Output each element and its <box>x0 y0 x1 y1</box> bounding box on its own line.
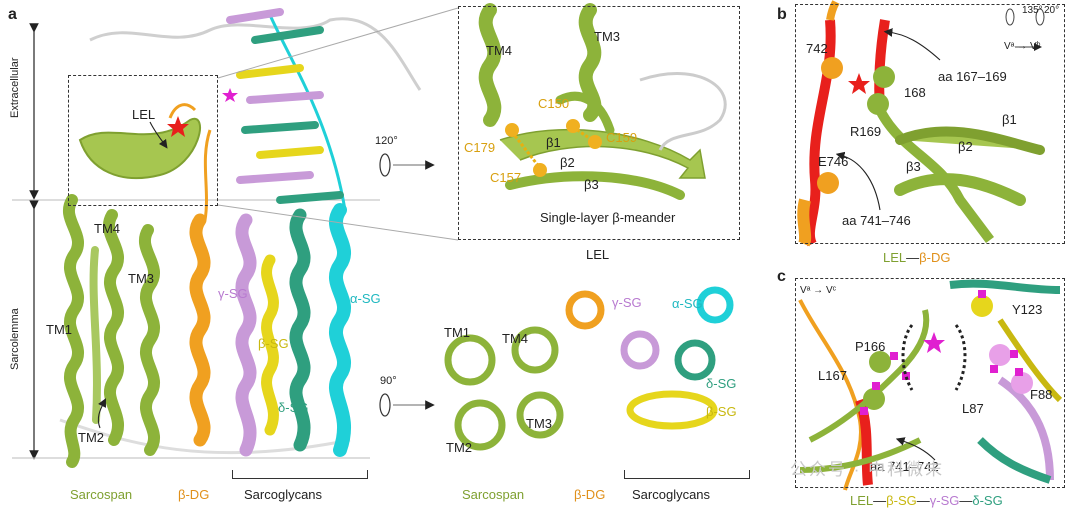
lel-inset-box <box>458 6 740 240</box>
inset-b3-label: β3 <box>584 177 599 192</box>
panel-c-caption-dash-1: — <box>873 493 887 508</box>
label-168: 168 <box>904 85 926 100</box>
red-star-b <box>848 73 870 94</box>
c159-label: C159 <box>606 130 638 145</box>
bottom-beta-label: β-SG <box>706 404 737 419</box>
panel-c-caption-dash-3: — <box>959 493 973 508</box>
bottom-tm1-label: TM1 <box>444 325 470 340</box>
panel-b-letter: b <box>777 6 787 23</box>
delta-sg-label: δ-SG <box>278 400 309 415</box>
inset-b2-label: β2 <box>560 155 575 170</box>
caption-sarcospan: Sarcospan <box>70 487 133 502</box>
panel-c-caption-gsg: γ-SG <box>929 493 960 508</box>
lel-zoom-box <box>68 75 218 206</box>
watermark: 公众号 · 中科微末 <box>790 460 945 479</box>
label-aa741-742: aa 741–742 <box>870 459 939 474</box>
panel-b-caption: LEL—β-DG <box>883 250 950 265</box>
alpha-sg-helix <box>328 203 352 457</box>
label-aa741-746: aa 741–746 <box>842 213 911 228</box>
bottom-caption-sarcospan: Sarcospan <box>462 487 525 502</box>
label-aa167-169: aa 167–169 <box>938 69 1007 84</box>
gamma-sg-helix <box>235 213 257 457</box>
inset-title: Single-layer β-meander <box>540 210 676 225</box>
bdg-helix <box>189 213 211 447</box>
sg-ectodomain <box>226 8 344 204</box>
alpha-sg-label: α-SG <box>350 291 381 306</box>
panel-b-rot-a: 135° <box>1022 5 1043 16</box>
panel-a-letter: a <box>8 6 17 23</box>
sarcospan-helices <box>63 194 160 468</box>
bottom-tm2-label: TM2 <box>446 440 472 455</box>
c150-label: C150 <box>538 96 570 111</box>
panel-b-caption-bdg: β-DG <box>919 250 951 265</box>
label-742: 742 <box>806 41 828 56</box>
label-l87: L87 <box>962 401 984 416</box>
c179-label: C179 <box>464 140 496 155</box>
tm3-label: TM3 <box>128 271 154 286</box>
panel-c-caption: LEL—β-SG—γ-SG—δ-SG <box>850 493 1003 508</box>
caption-bdg: β-DG <box>178 487 210 502</box>
panel-b-structure <box>797 0 1045 247</box>
inset-caption: LEL <box>586 247 610 262</box>
panel-b-caption-dash: — <box>906 250 920 265</box>
bottom-caption-sarcoglycans: Sarcoglycans <box>632 487 711 502</box>
panel-c-caption-dash-2: — <box>916 493 930 508</box>
panel-c-caption-bsg: β-SG <box>886 493 917 508</box>
rotation-90-label: 90° <box>380 375 397 387</box>
bottom-view-structure <box>444 286 734 451</box>
c157-label: C157 <box>490 170 522 185</box>
panel-b-views: Vᵃ → Vᵇ <box>1004 41 1041 52</box>
tm1-label: TM1 <box>46 322 72 337</box>
bottom-bracket-sarcoglycans <box>624 470 750 479</box>
panel-b-rot-b: 20° <box>1044 5 1060 16</box>
lel-label: LEL <box>132 107 156 122</box>
panel-b-b1-label: β1 <box>1002 112 1017 127</box>
magenta-star-c <box>923 332 945 353</box>
bottom-delta-label: δ-SG <box>706 376 737 391</box>
panel-b-caption-lel: LEL <box>883 250 907 265</box>
panel-b-box <box>795 4 1065 244</box>
inset-structure <box>478 3 727 200</box>
label-e746: E746 <box>818 154 849 169</box>
label-r169: R169 <box>850 124 882 139</box>
inset-b1-label: β1 <box>546 135 561 150</box>
bottom-tm3-label: TM3 <box>526 416 552 431</box>
gamma-sg-label: γ-SG <box>218 286 248 301</box>
panel-c-letter: c <box>777 268 786 285</box>
axis-extracellular-label: Extracellular <box>9 57 21 118</box>
label-y123: Y123 <box>1012 302 1043 317</box>
label-p166: P166 <box>855 339 886 354</box>
bracket-sarcoglycans <box>232 470 368 479</box>
panel-b-b2-label: β2 <box>958 139 973 154</box>
inset-tm3-label: TM3 <box>594 29 620 44</box>
lel-sheet <box>78 117 201 180</box>
bottom-tm4-label: TM4 <box>502 331 528 346</box>
beta-sg-helix <box>261 254 279 436</box>
panel-c-structure <box>798 279 1063 491</box>
panel-c-views: Vᵃ → Vᶜ <box>800 285 837 296</box>
bottom-alpha-label: α-SG <box>672 296 703 311</box>
panel-b-b3-label: β3 <box>906 159 921 174</box>
bottom-caption-bdg: β-DG <box>574 487 606 502</box>
axis-sarcolemma-label: Sarcolemma <box>9 308 21 370</box>
delta-sg-helix <box>289 208 311 452</box>
panel-c-caption-dsg: δ-SG <box>972 493 1003 508</box>
inset-tm4-label: TM4 <box>486 43 512 58</box>
caption-sarcoglycans: Sarcoglycans <box>244 487 323 502</box>
panel-c-box <box>795 278 1065 488</box>
rotation-120-label: 120° <box>375 135 398 147</box>
tm4-label: TM4 <box>94 221 120 236</box>
red-star-a <box>167 116 189 137</box>
label-l167: L167 <box>818 368 847 383</box>
label-f88: F88 <box>1030 387 1053 402</box>
tm2-label: TM2 <box>78 430 104 445</box>
magenta-star-a <box>222 88 238 102</box>
beta-sg-label: β-SG <box>258 336 289 351</box>
bottom-gamma-label: γ-SG <box>612 295 642 310</box>
panel-c-caption-lel: LEL <box>850 493 874 508</box>
